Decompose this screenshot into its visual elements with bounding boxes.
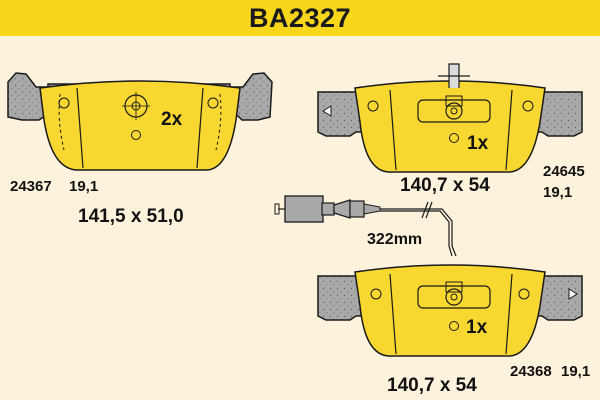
- pad-bottom-right-dimensions: 140,7 x 54: [387, 375, 477, 396]
- pad-bottom-right-thickness: 19,1: [561, 363, 590, 380]
- pad-bottom-right-part-number: 24368: [510, 363, 552, 380]
- product-code: BA2327: [248, 2, 352, 33]
- pad-top-right-dimensions: 140,7 x 54: [400, 175, 490, 196]
- pad-bottom-right-drawing: [317, 264, 583, 357]
- pad-top-right-quantity: 1x: [467, 133, 489, 154]
- pad-left-dimensions: 141,5 x 51,0: [78, 206, 184, 227]
- pad-left-part-number: 24367: [10, 178, 52, 195]
- wear-sensor-length: 322mm: [367, 231, 422, 248]
- pad-top-right-thickness: 19,1: [543, 184, 572, 201]
- title-banner: BA2327: [0, 0, 600, 36]
- pad-left-drawing: [7, 72, 273, 171]
- friction-material-top-right: [354, 80, 546, 173]
- pad-top-right-part-number: 24645: [543, 163, 585, 180]
- wear-clip-plate: [417, 99, 491, 123]
- pad-left-thickness: 19,1: [69, 178, 98, 195]
- pad-bottom-right-quantity: 1x: [466, 317, 488, 338]
- friction-material-left: [39, 80, 241, 171]
- pad-top-right-drawing: [317, 63, 583, 173]
- wear-sensor-cable-icon: [274, 195, 457, 257]
- pad-left-quantity: 2x: [161, 109, 183, 130]
- friction-material-bottom-right: [354, 264, 546, 357]
